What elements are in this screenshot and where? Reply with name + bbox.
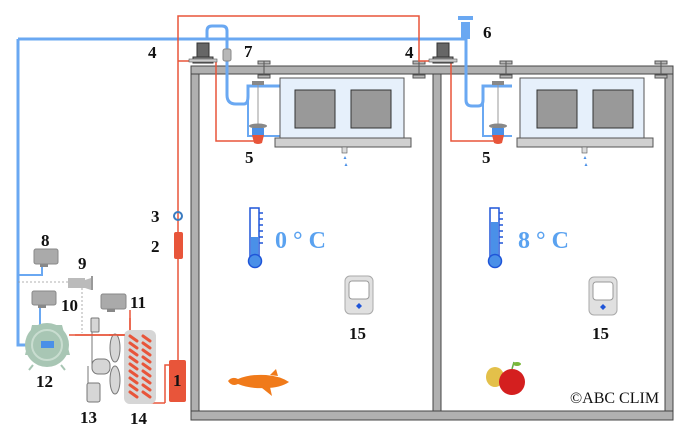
evaporator-right xyxy=(516,77,654,166)
receiver xyxy=(169,360,186,402)
label-receiver: 1 xyxy=(173,371,182,390)
label-filter-drier: 2 xyxy=(151,237,160,256)
floor xyxy=(190,410,674,421)
compressor xyxy=(25,323,70,371)
condenser-fan xyxy=(86,317,121,403)
thermometer-icon xyxy=(487,207,503,269)
label-expansion-valve-left: 5 xyxy=(245,148,254,167)
label-thermostat-right: 15 xyxy=(592,324,609,343)
label-component-9: 9 xyxy=(78,254,87,273)
expansion-valve-left xyxy=(249,81,267,144)
right-wall xyxy=(664,73,674,412)
thermostat-icon xyxy=(588,276,618,316)
evaporator-left xyxy=(274,77,412,166)
ceiling xyxy=(190,65,674,75)
label-sight-glass: 3 xyxy=(151,207,160,226)
room-temperature-left: 0 ° C xyxy=(275,228,326,254)
pressure-control-10 xyxy=(31,290,57,308)
solenoid-valve-right xyxy=(428,42,458,64)
room-temperature-right: 8 ° C xyxy=(518,228,569,254)
fan-grille xyxy=(294,89,392,129)
label-thermostat-left: 15 xyxy=(349,324,366,343)
label-solenoid-valve-left: 4 xyxy=(148,43,157,62)
label-component-8: 8 xyxy=(41,231,50,250)
sight-glass xyxy=(173,211,183,221)
filter-drier xyxy=(174,232,183,259)
expansion-valve-right xyxy=(489,81,507,144)
label-regulator: 6 xyxy=(483,23,492,42)
label-component-11: 11 xyxy=(130,293,147,312)
label-suction-filter: 7 xyxy=(244,42,253,61)
pressure-control-11 xyxy=(100,293,127,312)
thermostat-icon xyxy=(344,275,374,315)
solenoid-valve-left xyxy=(188,42,218,64)
cold-room-structure xyxy=(190,60,674,421)
label-compressor: 12 xyxy=(36,372,53,391)
label-condenser: 14 xyxy=(130,409,147,428)
copyright-text: ©ABC CLIM xyxy=(570,390,660,407)
fish-icon xyxy=(228,369,289,396)
pressure-control-8 xyxy=(33,248,59,267)
middle-wall xyxy=(432,73,442,412)
thermometer-icon xyxy=(247,207,263,269)
label-expansion-valve-right: 5 xyxy=(482,148,491,167)
label-component-13: 13 xyxy=(80,408,97,427)
fan-grille xyxy=(536,89,634,129)
suction-filter xyxy=(222,48,232,62)
condenser xyxy=(124,330,156,404)
control-wiring xyxy=(18,281,83,333)
alarm-device-9 xyxy=(68,276,93,290)
fruit-icon xyxy=(486,361,525,395)
label-component-10: 10 xyxy=(61,296,78,315)
evaporator-pressure-regulator xyxy=(458,16,473,39)
left-wall xyxy=(190,73,200,412)
label-solenoid-valve-right: 4 xyxy=(405,43,414,62)
